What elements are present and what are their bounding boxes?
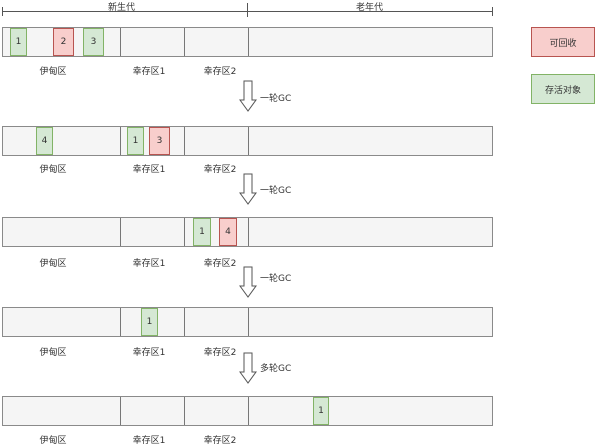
s1-s2-divider <box>184 397 185 425</box>
s1-s2-divider <box>184 28 185 56</box>
gc-arrow <box>239 266 257 298</box>
heap-row-3: 1 4 <box>2 217 493 247</box>
object-block: 1 <box>127 127 144 155</box>
object-block: 4 <box>36 127 53 155</box>
s1-s2-divider <box>184 308 185 336</box>
gc-transition-label: 多轮GC <box>260 364 292 374</box>
gc-transition-label: 一轮GC <box>260 274 292 284</box>
gc-arrow <box>239 173 257 205</box>
object-block: 1 <box>193 218 211 246</box>
object-block: 4 <box>219 218 237 246</box>
young-left-tick <box>2 7 3 16</box>
eden-label: 伊甸区 <box>39 348 67 358</box>
young-generation-label: 新生代 <box>108 3 136 13</box>
object-block: 3 <box>149 127 170 155</box>
eden-s1-divider <box>120 127 121 155</box>
survivor1-label: 幸存区1 <box>132 348 166 358</box>
survivor1-label: 幸存区1 <box>132 436 166 446</box>
legend-live-objects: 存活对象 <box>531 74 595 104</box>
survivor2-label: 幸存区2 <box>203 436 237 446</box>
eden-label: 伊甸区 <box>39 165 67 175</box>
s1-s2-divider <box>184 218 185 246</box>
young-old-divider <box>248 127 249 155</box>
survivor2-label: 幸存区2 <box>203 348 237 358</box>
s1-s2-divider <box>184 127 185 155</box>
gc-transition-label: 一轮GC <box>260 186 292 196</box>
heap-row-5: 1 <box>2 396 493 426</box>
object-block: 2 <box>53 28 74 56</box>
survivor1-label: 幸存区1 <box>132 67 166 77</box>
eden-label: 伊甸区 <box>39 259 67 269</box>
eden-s1-divider <box>120 28 121 56</box>
old-right-tick <box>492 7 493 16</box>
gc-transition-label: 一轮GC <box>260 94 292 104</box>
gc-arrow <box>239 352 257 384</box>
young-old-divider <box>248 308 249 336</box>
survivor2-label: 幸存区2 <box>203 259 237 269</box>
eden-s1-divider <box>120 308 121 336</box>
object-block: 3 <box>83 28 104 56</box>
eden-label: 伊甸区 <box>39 436 67 446</box>
legend-reclaimable: 可回收 <box>531 27 595 57</box>
object-block: 1 <box>313 397 329 425</box>
gc-arrow <box>239 80 257 112</box>
survivor2-label: 幸存区2 <box>203 165 237 175</box>
eden-s1-divider <box>120 397 121 425</box>
old-generation-label: 老年代 <box>356 3 384 13</box>
young-old-divider <box>248 218 249 246</box>
young-old-separator-tick <box>247 3 248 17</box>
eden-s1-divider <box>120 218 121 246</box>
survivor2-label: 幸存区2 <box>203 67 237 77</box>
survivor1-label: 幸存区1 <box>132 259 166 269</box>
young-old-divider <box>248 397 249 425</box>
object-block: 1 <box>10 28 27 56</box>
heap-row-4: 1 <box>2 307 493 337</box>
object-block: 1 <box>141 308 158 336</box>
heap-row-2: 4 1 3 <box>2 126 493 156</box>
heap-row-1: 1 2 3 <box>2 27 493 57</box>
survivor1-label: 幸存区1 <box>132 165 166 175</box>
eden-label: 伊甸区 <box>39 67 67 77</box>
young-old-divider <box>248 28 249 56</box>
